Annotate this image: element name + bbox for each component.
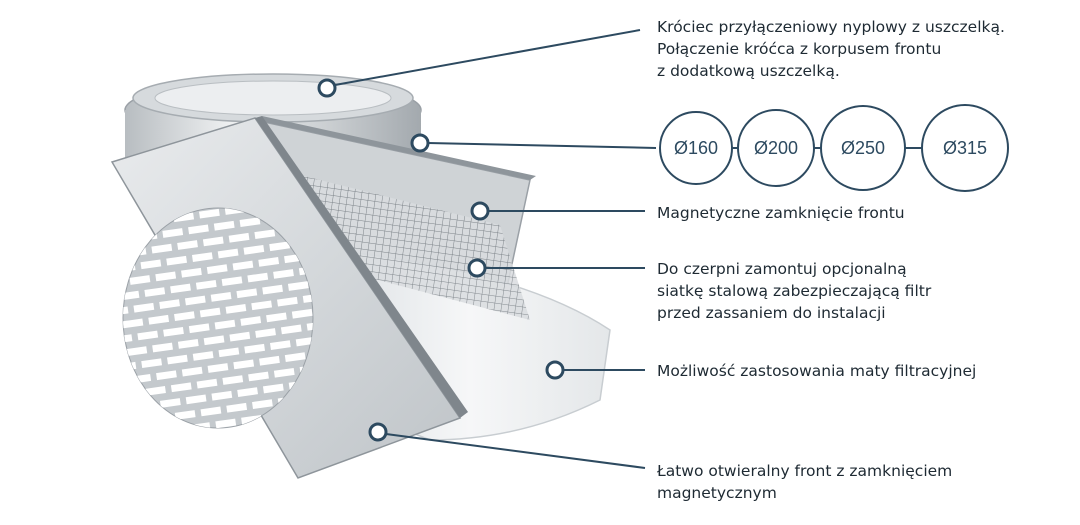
callout-line: Króciec przyłączeniowy nyplowy z uszczel… bbox=[657, 18, 1005, 36]
diameter-label: Ø200 bbox=[754, 138, 798, 158]
callout-line: siatkę stalową zabezpieczającą filtr bbox=[657, 282, 932, 300]
grill-slots bbox=[123, 208, 313, 428]
steel-mesh bbox=[300, 175, 530, 320]
callout-filter-mat: Możliwość zastosowania maty filtracyjnej bbox=[657, 360, 976, 382]
diameter-label: Ø315 bbox=[943, 138, 987, 158]
callout-line: Magnetyczne zamknięcie frontu bbox=[657, 204, 905, 222]
diameter-label: Ø160 bbox=[674, 138, 718, 158]
diameter-options: Ø160 Ø200 Ø250 Ø315 bbox=[659, 104, 1009, 192]
diameter-circle bbox=[659, 111, 733, 185]
diameter-circle bbox=[737, 109, 815, 187]
callout-markers bbox=[317, 78, 565, 442]
diameter-circle bbox=[921, 104, 1009, 192]
callout-magnetic-closure: Magnetyczne zamknięcie frontu bbox=[657, 202, 905, 224]
spigot-ring-inner bbox=[154, 80, 392, 116]
callout-steel-mesh: Do czerpni zamontuj opcjonalną siatkę st… bbox=[657, 258, 931, 324]
marker-dot-diameters bbox=[410, 133, 430, 153]
leader-line-front bbox=[385, 433, 646, 469]
product-illustration bbox=[110, 73, 611, 479]
callout-line: Do czerpni zamontuj opcjonalną bbox=[657, 260, 907, 278]
marker-dot-filter bbox=[545, 360, 565, 380]
callout-line: Możliwość zastosowania maty filtracyjnej bbox=[657, 362, 977, 380]
back-plate-edge bbox=[255, 116, 536, 180]
callout-line: Łatwo otwieralny front z zamknięciem bbox=[657, 462, 953, 480]
callout-line: z dodatkową uszczelką. bbox=[657, 62, 840, 80]
leader-lines bbox=[334, 29, 657, 469]
diameter-option-200: Ø200 bbox=[737, 109, 815, 187]
diameter-label: Ø250 bbox=[841, 138, 885, 158]
marker-dot-front bbox=[368, 422, 388, 442]
callout-spigot: Króciec przyłączeniowy nyplowy z uszczel… bbox=[657, 16, 1005, 82]
diameter-option-250: Ø250 bbox=[820, 105, 906, 191]
front-plate-edge bbox=[255, 116, 468, 418]
callout-line: magnetycznym bbox=[657, 484, 777, 502]
marker-dot-mesh bbox=[467, 258, 487, 278]
diameter-option-160: Ø160 bbox=[659, 111, 733, 185]
leader-line-spigot bbox=[334, 29, 641, 86]
marker-dot-spigot bbox=[317, 78, 337, 98]
leader-line-diameters bbox=[427, 142, 657, 149]
callout-line: Połączenie króćca z korpusem frontu bbox=[657, 40, 942, 58]
marker-dot-magnet bbox=[470, 201, 490, 221]
diameter-option-315: Ø315 bbox=[921, 104, 1009, 192]
callout-front-opening: Łatwo otwieralny front z zamknięciem mag… bbox=[657, 460, 952, 504]
diameter-circle bbox=[820, 105, 906, 191]
callout-line: przed zassaniem do instalacji bbox=[657, 304, 886, 322]
